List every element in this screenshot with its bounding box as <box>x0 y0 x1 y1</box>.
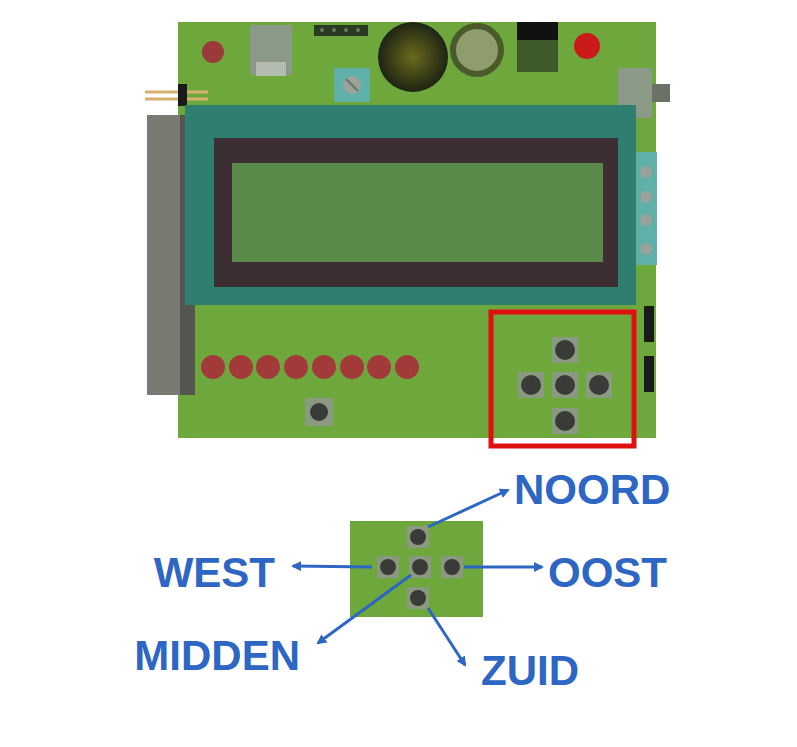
direction-label: OOST <box>548 550 667 596</box>
direction-label: ZUID <box>481 648 579 694</box>
direction-label: WEST <box>154 550 275 596</box>
direction-label: MIDDEN <box>134 633 300 679</box>
direction-label: NOORD <box>514 467 670 513</box>
